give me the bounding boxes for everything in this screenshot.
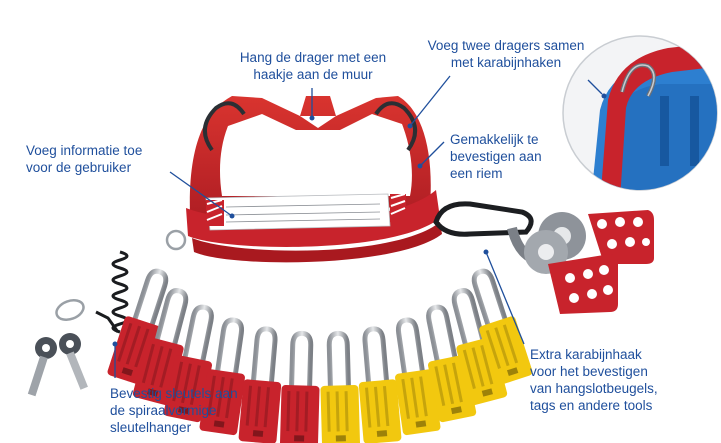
padlock-shackle (250, 326, 278, 386)
callout-hang-on-wall: Hang de drager met een haakje aan de muu… (239, 50, 387, 82)
callout-line-combine (409, 75, 451, 127)
padlock-shackle (131, 268, 169, 329)
padlock-rib (344, 391, 349, 432)
padlock-body (163, 355, 212, 423)
padlock-rib (245, 385, 253, 426)
padlock-keyhole (252, 430, 264, 437)
padlock (199, 317, 245, 436)
padlock-rib (125, 325, 141, 365)
carrier-bracket (186, 96, 442, 263)
padlock-shackle (214, 317, 245, 378)
extra-carabiner-with-hasps (433, 201, 654, 314)
callout-extra-carabiner: Extra karabijnhaak voor het bevestigen v… (530, 347, 658, 413)
padlock-rib (159, 348, 173, 388)
padlock-rib (419, 376, 428, 417)
padlock-rib (295, 391, 300, 432)
padlock-rib (410, 377, 419, 418)
padlock-shackle (451, 288, 487, 349)
callout-dot-carabiner (483, 249, 489, 255)
padlock-rib (207, 375, 216, 416)
padlock-shackle (471, 268, 509, 329)
padlock-rib (181, 363, 192, 404)
padlock-rib (451, 362, 463, 403)
padlock-rib (189, 365, 201, 405)
padlock-shackle (326, 330, 351, 390)
padlock-body (199, 369, 245, 436)
callout-belt-attach: Gemakkelijk te bevestigen aan een riem (450, 132, 542, 181)
padlock (238, 326, 282, 443)
padlock-rib (485, 329, 501, 369)
padlock-body (320, 384, 361, 443)
padlock (320, 330, 361, 443)
callout-dot-hang (309, 115, 315, 121)
padlock-rib (225, 378, 234, 419)
padlock-rib (434, 366, 446, 406)
callout-dot-keys (112, 341, 118, 347)
padlock-keyhole (415, 420, 427, 428)
padlock (279, 330, 320, 443)
padlock-keyhole (121, 367, 134, 377)
padlock-shackle (395, 317, 426, 378)
padlock-rib (502, 324, 519, 364)
padlock-rib (304, 391, 309, 432)
padlock-shackle (182, 304, 214, 365)
padlock-rib (480, 345, 494, 385)
padlock-rib (462, 349, 476, 390)
callout-line-info (169, 171, 233, 217)
callout-line-carabiner (485, 251, 525, 345)
padlock-rib (335, 391, 340, 432)
padlock-keyhole (450, 406, 462, 415)
callout-user-info: Voeg informatie toe voor de gebruiker (26, 143, 143, 175)
padlock-keyhole (376, 430, 388, 437)
padlock-rib (216, 376, 225, 417)
padlock-shackle (289, 330, 314, 390)
padlock-rib (254, 386, 262, 427)
padlock-rib (150, 346, 164, 386)
padlock-shackle (426, 304, 458, 365)
callout-dot-combine (407, 123, 413, 129)
padlock-body (358, 379, 402, 443)
padlock-rib (471, 347, 485, 387)
padlock (358, 326, 402, 443)
padlock-rib (365, 387, 372, 428)
padlock-shackle (153, 288, 189, 349)
padlock-body (395, 369, 441, 436)
padlock-row (107, 268, 533, 443)
padlock-rib (263, 387, 270, 428)
padlock (163, 304, 214, 423)
padlock-rib (117, 322, 133, 362)
padlock-shackle (362, 326, 390, 386)
keys (27, 333, 88, 397)
padlock-body (279, 384, 320, 443)
callout-line-inset (587, 79, 603, 95)
padlock-rib (326, 391, 331, 432)
padlock-rib (134, 328, 150, 368)
padlock-rib (494, 327, 510, 367)
callout-combine-carriers: Voeg twee dragers samen met karabijnhake… (427, 38, 585, 70)
user-info-label (205, 193, 406, 231)
padlock (395, 317, 441, 436)
padlock-rib (286, 391, 291, 432)
padlock-rib (141, 343, 155, 384)
callout-coiled-keychain: Bevestig sleutels aan de spiraalvormige … (110, 386, 238, 435)
padlock-body (238, 379, 282, 443)
padlock-keyhole (213, 420, 225, 428)
callout-line-belt (419, 141, 445, 167)
padlock-keyhole (294, 435, 305, 442)
padlock-rib (172, 361, 184, 402)
padlock-keyhole (178, 406, 190, 415)
padlock-rib (443, 364, 455, 405)
padlock-keyhole (147, 388, 159, 397)
callout-dot-info (229, 213, 235, 219)
padlock-keyhole (481, 388, 493, 397)
padlock-rib (401, 378, 410, 419)
padlock-rib (382, 386, 390, 427)
callout-dot-belt (417, 163, 423, 169)
padlock-rib (373, 386, 381, 427)
callout-lines (112, 75, 603, 378)
padlock-keyhole (506, 367, 519, 377)
padlock-keyhole (335, 435, 346, 442)
